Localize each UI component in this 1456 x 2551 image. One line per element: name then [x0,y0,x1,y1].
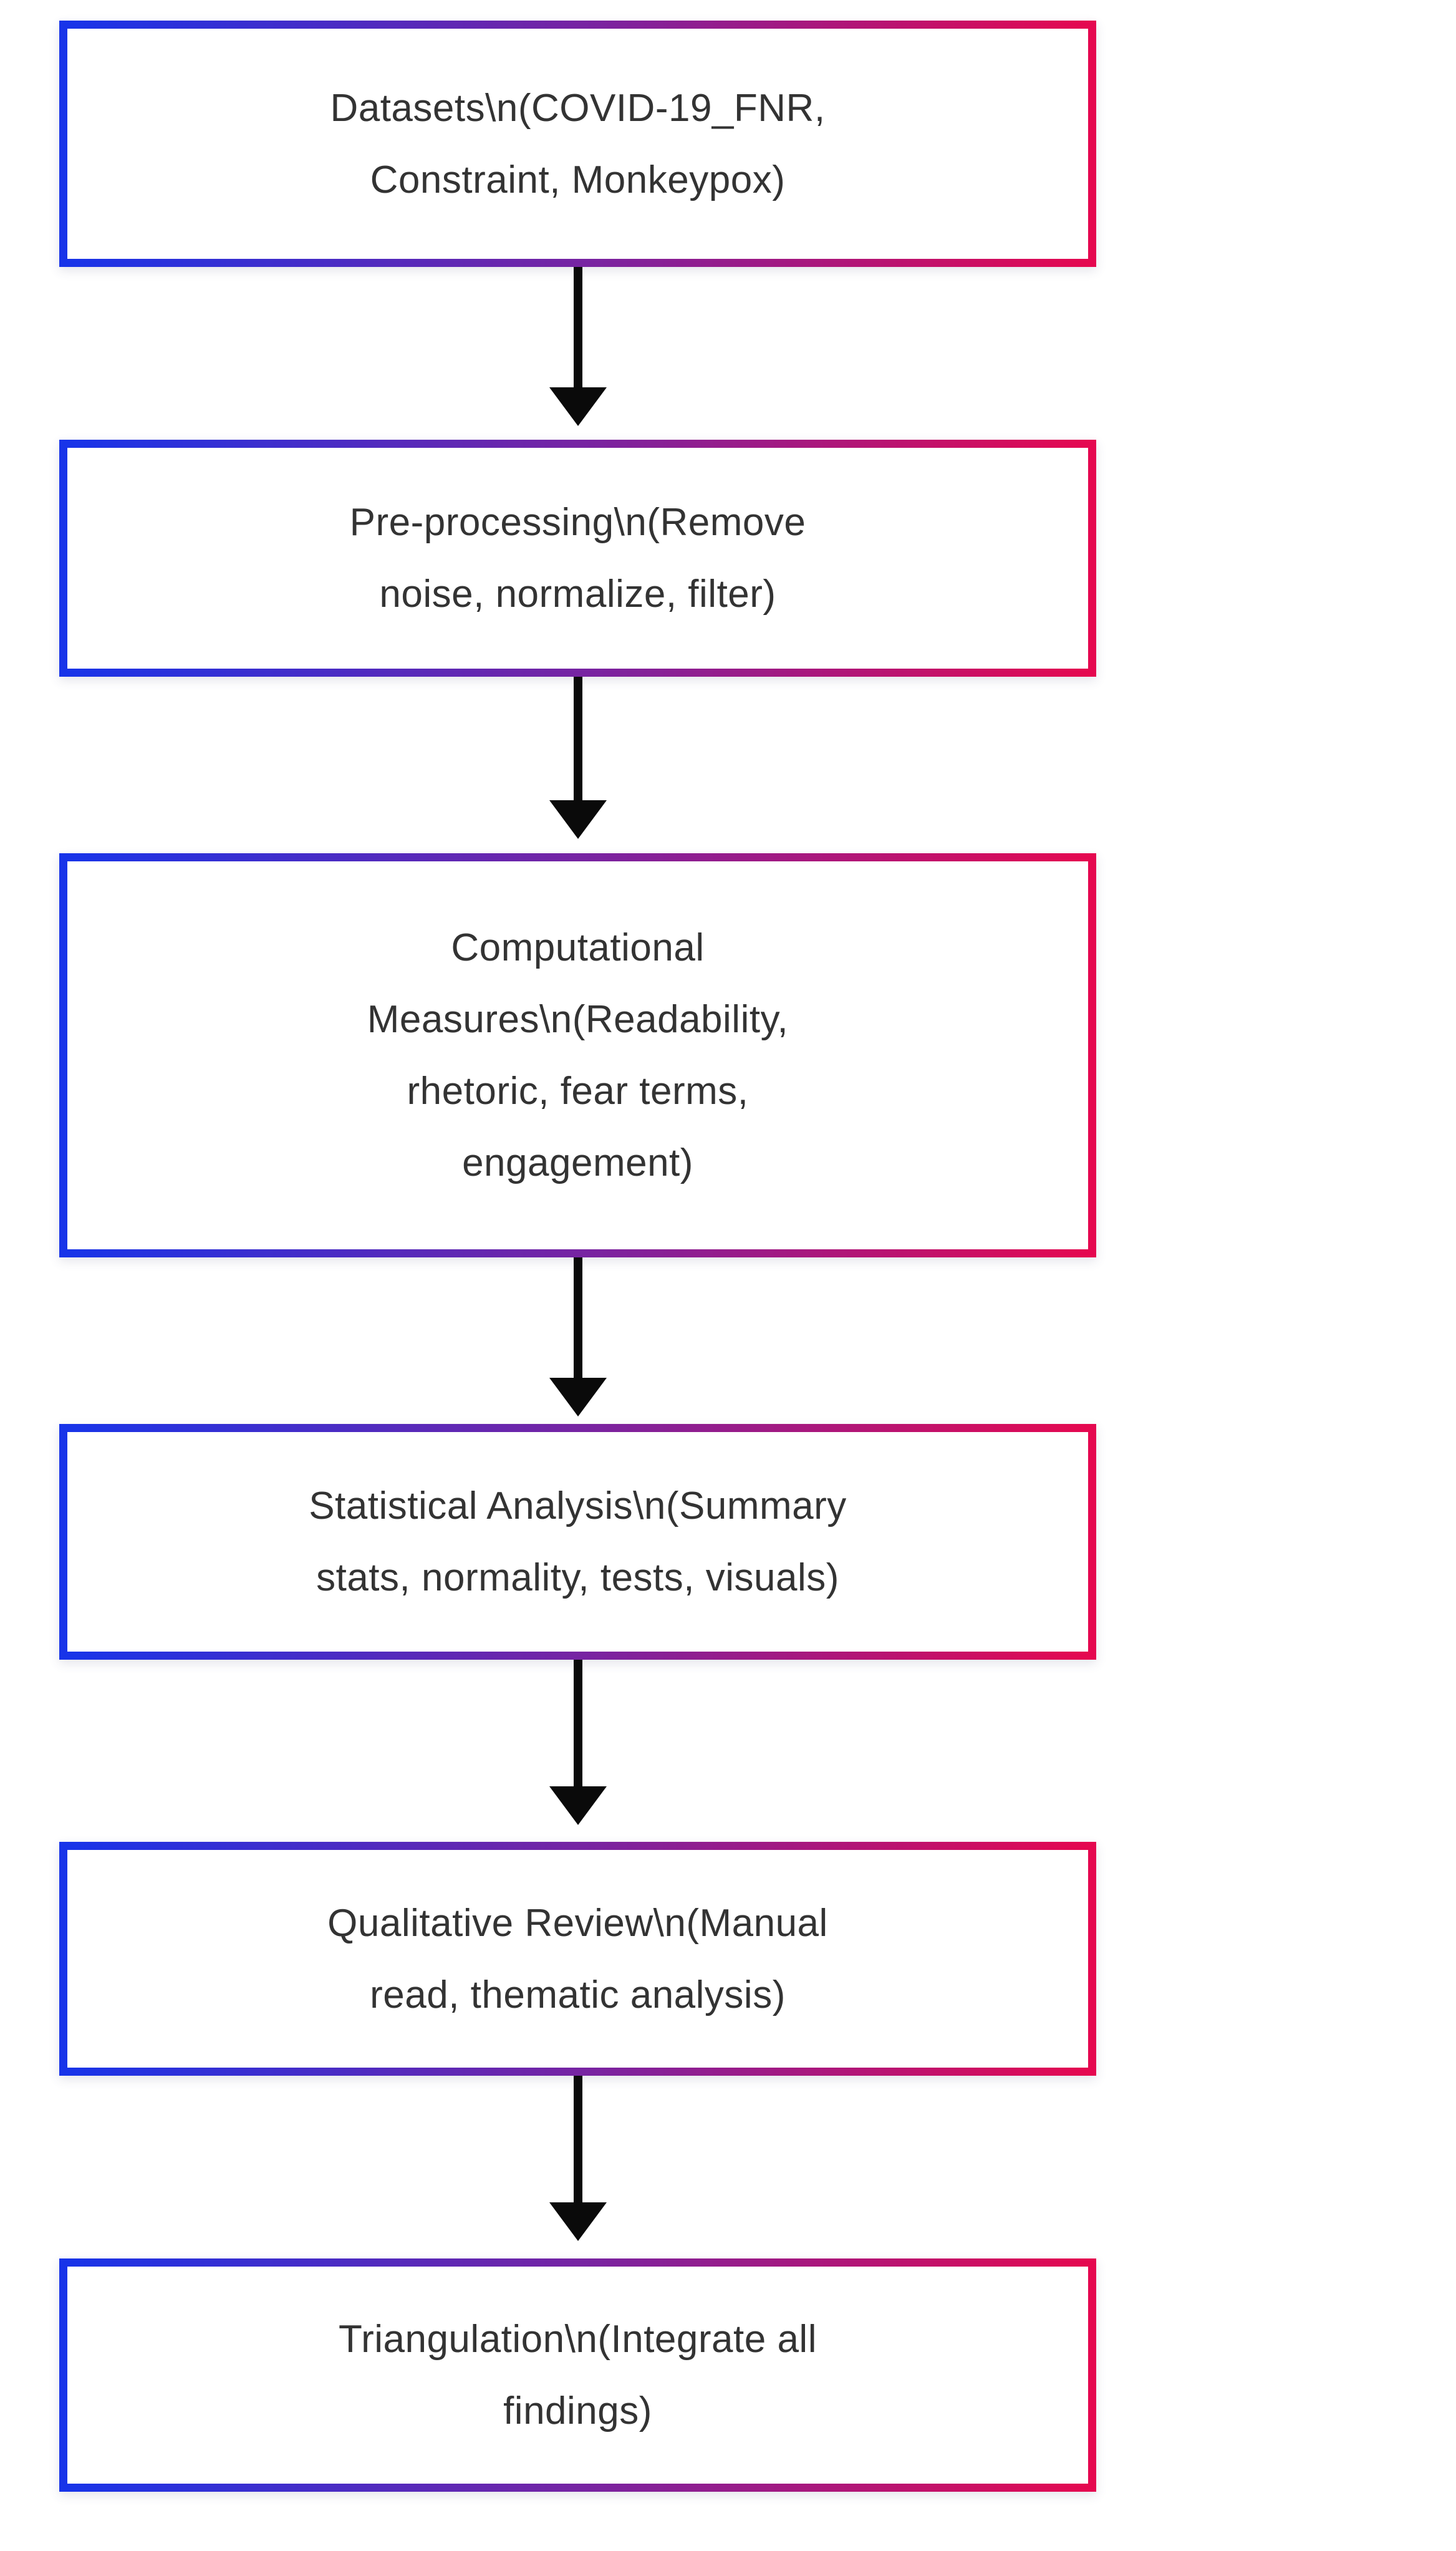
arrow-head [549,1786,607,1825]
arrow-head [549,800,607,839]
flow-step-datasets: Datasets\n(COVID-19_FNR,Constraint, Monk… [59,21,1096,267]
arrow-head [549,1378,607,1416]
arrow-down-icon [549,677,607,839]
arrow-down-icon [549,1660,607,1825]
arrow-head [549,387,607,426]
arrow-down-icon [549,1257,607,1416]
arrow-stem [574,2076,582,2202]
arrow-head [549,2202,607,2241]
arrow-stem [574,1660,582,1786]
arrow-stem [574,267,582,387]
arrow-down-icon [549,267,607,426]
arrow-stem [574,1257,582,1378]
arrow-stem [574,677,582,800]
arrow-down-icon [549,2076,607,2241]
flow-step-label: Datasets\n(COVID-19_FNR,Constraint, Monk… [330,86,826,201]
